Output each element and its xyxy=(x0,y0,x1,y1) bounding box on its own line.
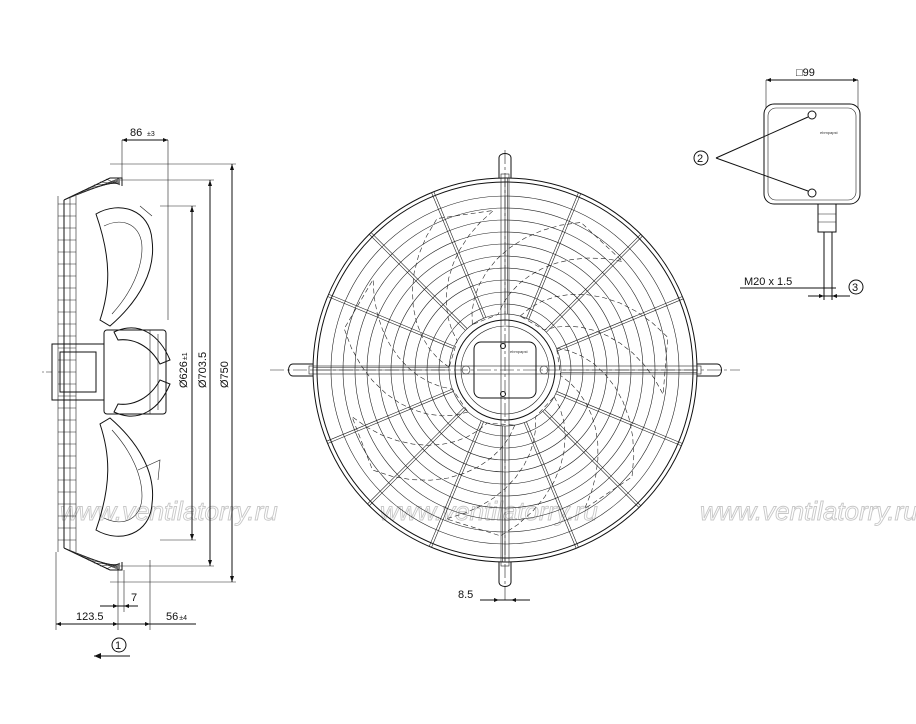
dim-86: 86 xyxy=(130,127,142,139)
guard-spoke-pair xyxy=(528,193,582,320)
watermark-group: www.ventilatorry.ru www.ventilatorry.ru … xyxy=(60,496,916,527)
hub xyxy=(103,329,167,415)
guard-spoke-pair xyxy=(557,298,684,352)
terminal-box-detail: □99 ebmpapst 2 M20 x 1.5 3 xyxy=(693,67,864,300)
dim-626: Ø626±1 xyxy=(178,352,190,388)
blade-mid-bottom xyxy=(113,379,171,417)
callout-2-circle xyxy=(693,150,709,166)
terminal-box-label: ebmpapst xyxy=(820,130,838,135)
guard-spoke-pair xyxy=(428,420,482,547)
watermark-3: www.ventilatorry.ru xyxy=(700,496,916,526)
guard-spoke xyxy=(327,296,454,349)
watermark-2: www.ventilatorry.ru xyxy=(380,496,598,526)
guard-spoke xyxy=(369,234,466,331)
callout-3: 3 xyxy=(852,282,858,294)
dim-7: 7 xyxy=(131,592,137,604)
callout-3-circle xyxy=(848,279,864,295)
callout-1-circle xyxy=(111,637,127,653)
fan-blade xyxy=(471,222,624,326)
fan-blade xyxy=(343,278,469,417)
screw-bottom xyxy=(807,188,817,198)
dim-750: Ø750 xyxy=(219,361,231,388)
guard-spoke xyxy=(431,421,484,548)
guard-wire-top xyxy=(105,178,121,186)
guard-spoke xyxy=(369,409,466,506)
guard-wire-bottom xyxy=(81,556,121,568)
blade-mid-top xyxy=(113,327,171,365)
guard-spoke-pair xyxy=(542,411,640,508)
fan-blade xyxy=(445,396,566,537)
fan-blade xyxy=(519,294,669,396)
callout-2: 2 xyxy=(697,153,703,165)
dim-56: 56±4 xyxy=(166,611,187,623)
mount-right xyxy=(697,363,722,377)
mount-bottom xyxy=(498,562,512,587)
dim-86-tol: ±3 xyxy=(147,131,155,138)
gland-thread: M20 x 1.5 xyxy=(744,276,792,288)
watermark-1: www.ventilatorry.ru xyxy=(60,496,278,526)
guard-wire-top xyxy=(81,180,121,192)
guard-spoke xyxy=(556,296,683,349)
dim-99: □99 xyxy=(796,67,815,79)
guard-spoke xyxy=(526,192,579,319)
motor-rotor xyxy=(59,351,97,393)
guard-spoke-pair xyxy=(555,393,682,447)
side-view: 86 ±3 Ø626±1 Ø703.5 Ø750 123.5 7 56±4 1 xyxy=(40,127,236,659)
guard-spoke-pair xyxy=(433,191,487,318)
fan-blades xyxy=(343,209,669,537)
guard-spoke xyxy=(327,391,454,444)
front-view: ebmpapst 8.5 xyxy=(270,150,740,602)
hub-label: ebmpapst xyxy=(510,349,528,354)
dim-8-5: 8.5 xyxy=(458,589,473,601)
callout-1: 1 xyxy=(115,640,121,652)
guard-spoke xyxy=(556,391,683,444)
blade-bottom xyxy=(95,417,154,537)
guard-spoke-pair xyxy=(546,235,643,333)
blade-top xyxy=(95,207,154,327)
fan-blade xyxy=(556,347,635,510)
fan-blade xyxy=(351,415,516,481)
guard-wires xyxy=(58,177,121,571)
fan-blade xyxy=(412,209,495,368)
screw-top xyxy=(807,110,817,120)
guard-spoke xyxy=(544,234,641,331)
cable-gland xyxy=(817,204,837,233)
guard-spoke-pair xyxy=(326,388,453,442)
guard-spoke-pair xyxy=(523,422,577,549)
dim-123: 123.5 xyxy=(76,611,104,623)
guard-spoke-pair xyxy=(328,293,455,347)
guard-spoke-pair xyxy=(367,407,464,505)
guard-spoke-pair xyxy=(370,232,468,329)
dim-703: Ø703.5 xyxy=(197,352,209,388)
terminal-box-body xyxy=(763,103,861,205)
guard-spoke xyxy=(544,409,641,506)
guard-wire-bottom xyxy=(105,562,121,570)
guard-spoke xyxy=(431,192,484,319)
